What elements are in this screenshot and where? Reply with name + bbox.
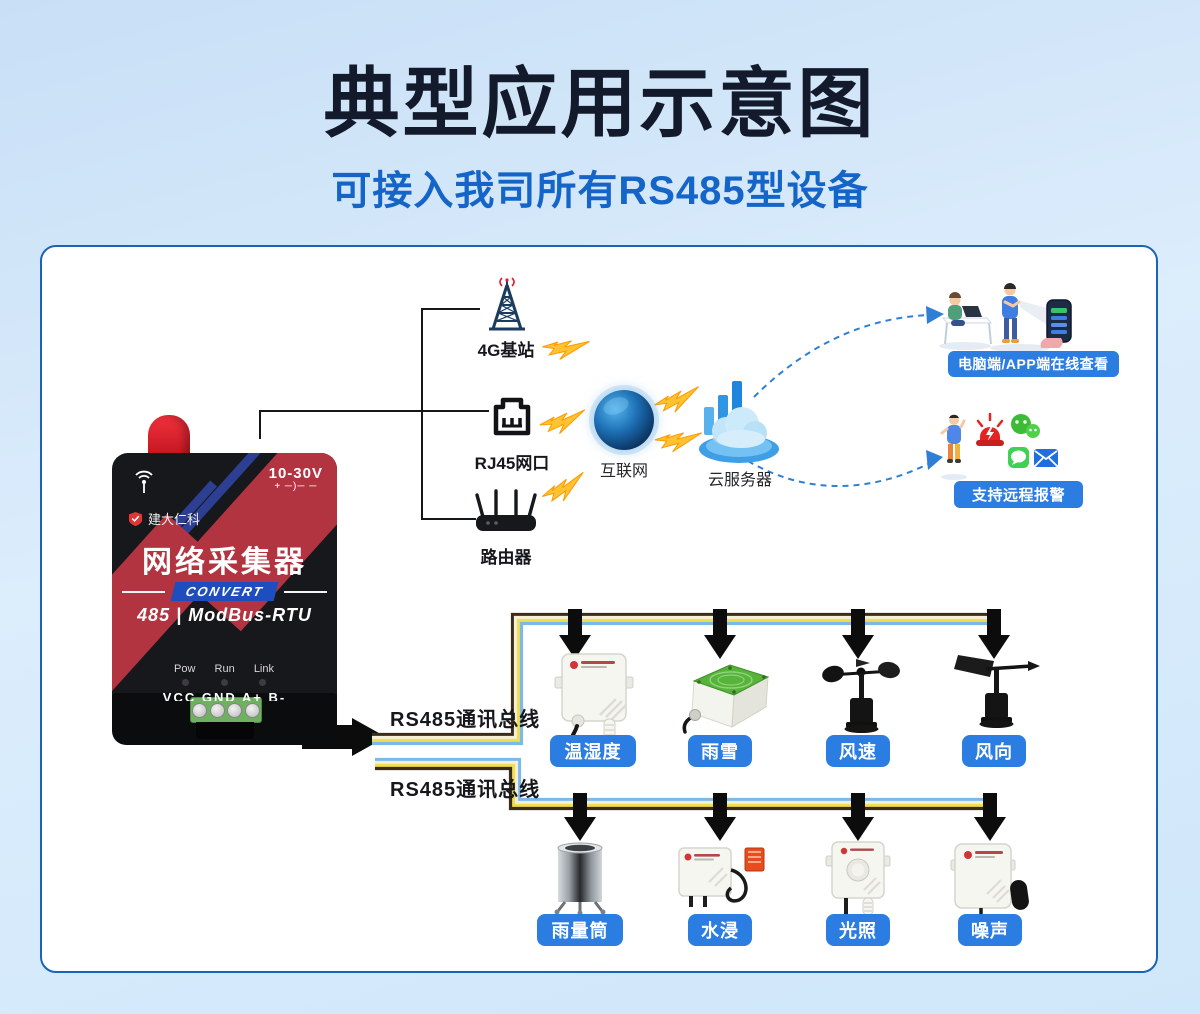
diagram-panel: 10-30V + ─)─ ─ 建大仁科 网络采集器 CONVERT 485 | … <box>40 245 1158 973</box>
device-name: 网络采集器 <box>142 546 307 579</box>
convert-badge: CONVERT <box>170 582 279 601</box>
rs485-bus1-label: RS485通讯总线 <box>390 709 541 731</box>
page-title: 典型应用示意图 <box>323 62 877 147</box>
remote-alarm-icons <box>940 412 1058 480</box>
brand-shield-icon <box>128 511 143 526</box>
device-base <box>112 693 337 745</box>
online-view-illustration <box>939 283 1072 352</box>
sensor-tag-wind-direction: 风向 <box>962 735 1026 767</box>
sensor-light <box>825 841 891 916</box>
cloud-server-label: 云服务器 <box>707 472 772 489</box>
sensor-wind-speed <box>822 659 900 733</box>
rs485-bus-1 <box>372 612 997 746</box>
device-power-rating: 10-30V + ─)─ ─ <box>268 465 323 492</box>
arrowhead-alarm <box>926 450 943 470</box>
device-brand: 建大仁科 <box>128 509 200 528</box>
polarity-symbol: + ─)─ ─ <box>274 481 318 492</box>
sensor-tag-wind-speed: 风速 <box>826 735 890 767</box>
terminal-slot <box>196 722 254 739</box>
remote-alarm-badge: 支持远程报警 <box>954 481 1084 508</box>
device-divider: CONVERT <box>122 582 328 601</box>
tower-label: 4G基站 <box>477 341 535 360</box>
sensor-wind-direction <box>954 655 1040 728</box>
sensor-noise <box>950 843 1029 917</box>
sensor-tag-water-leak: 水浸 <box>688 914 752 946</box>
device-led-dots <box>174 679 274 686</box>
sensor-tag-rain-gauge: 雨量筒 <box>537 914 623 946</box>
sensor-rain-gauge <box>554 842 606 916</box>
sensor-tag-light: 光照 <box>826 914 890 946</box>
rj45-label: RJ45网口 <box>474 454 550 473</box>
sensor-tag-rain-snow: 雨雪 <box>688 735 752 767</box>
collector-device: 10-30V + ─)─ ─ 建大仁科 网络采集器 CONVERT 485 | … <box>112 453 337 701</box>
rs485-bus2-label: RS485通讯总线 <box>390 779 541 801</box>
rj45-port-icon <box>493 397 531 436</box>
sensor-rain-snow <box>682 664 770 734</box>
antenna-signal-icon <box>135 470 153 493</box>
cloud-output-arrows <box>747 314 935 487</box>
device-model: 485 | ModBus-RTU <box>137 605 312 625</box>
connector-lines <box>259 308 489 520</box>
arrowhead-view <box>926 306 944 324</box>
sensor-tag-noise: 噪声 <box>958 914 1022 946</box>
device-terminal-labels: VCC GND A+ B- <box>162 690 287 701</box>
online-view-badge: 电脑端/APP端在线查看 <box>948 351 1119 377</box>
device-antenna <box>148 415 190 459</box>
sensor-tag-temp-humidity: 温湿度 <box>550 735 636 767</box>
bus2-drop-arrows <box>564 793 1006 841</box>
sensor-water-leak <box>678 847 765 907</box>
router-label: 路由器 <box>480 548 532 567</box>
sensor-temp-humidity <box>554 653 634 741</box>
router-icon <box>475 489 537 531</box>
internet-label: 互联网 <box>599 463 648 480</box>
rs485-bus-2 <box>375 757 992 811</box>
bus1-drop-arrows <box>559 609 1010 659</box>
cell-tower-icon <box>489 277 525 331</box>
page-subtitle: 可接入我司所有RS485型设备 <box>331 169 869 213</box>
cloud-server-icon <box>699 381 779 463</box>
internet-globe-icon <box>594 390 654 450</box>
diagram-lines <box>259 306 1010 841</box>
